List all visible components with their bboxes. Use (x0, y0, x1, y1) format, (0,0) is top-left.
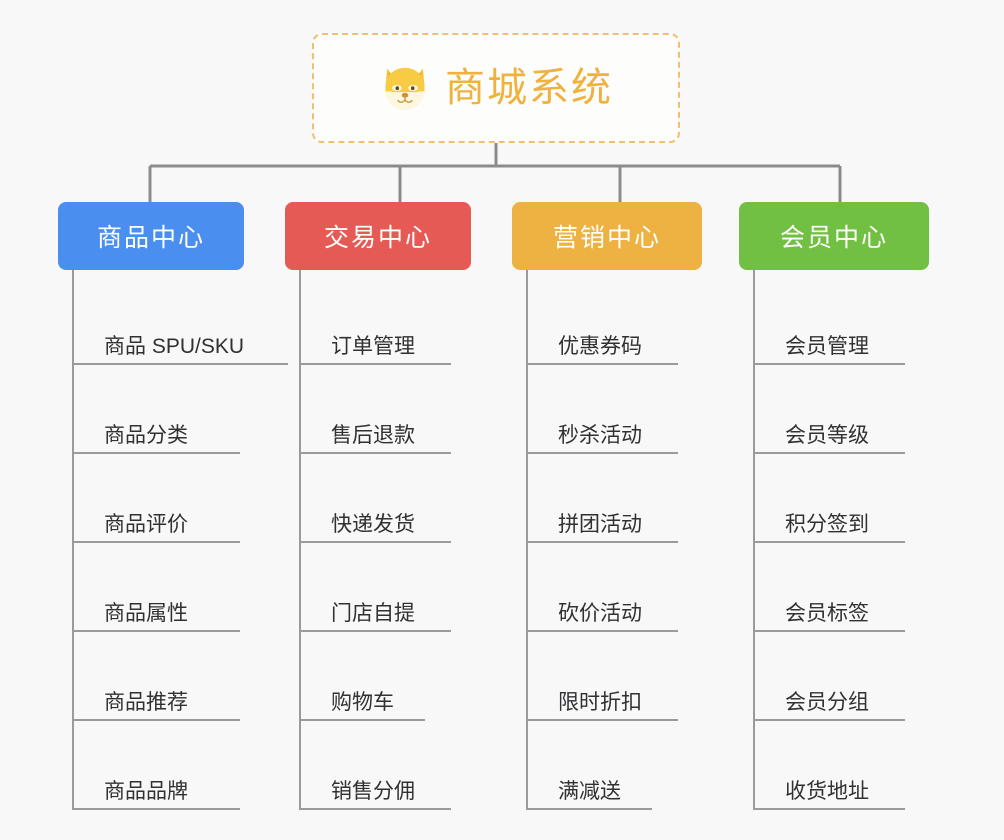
leaf-label: 积分签到 (785, 512, 869, 536)
leaf-label: 会员等级 (785, 423, 869, 447)
list-item[interactable]: 会员分组 (755, 632, 958, 721)
list-item[interactable]: 销售分佣 (301, 721, 504, 810)
list-item[interactable]: 快递发货 (301, 454, 504, 543)
list-item[interactable]: 商品 SPU/SKU (74, 276, 288, 365)
list-item[interactable]: 会员管理 (755, 276, 958, 365)
leaf-label: 收货地址 (785, 779, 869, 803)
list-item[interactable]: 拼团活动 (528, 454, 731, 543)
category-column-member: 会员中心 会员管理 会员等级 积分签到 会员标签 会员分组 (739, 202, 958, 810)
leaf-label: 订单管理 (331, 334, 415, 358)
leaf-list-product: 商品 SPU/SKU 商品分类 商品评价 商品属性 商品推荐 商品品牌 (72, 270, 288, 810)
list-item[interactable]: 商品品牌 (74, 721, 277, 810)
list-item[interactable]: 收货地址 (755, 721, 958, 810)
category-columns: 商品中心 商品 SPU/SKU 商品分类 商品评价 商品属性 商品推荐 (0, 202, 1004, 810)
leaf-label: 秒杀活动 (558, 423, 642, 447)
category-label: 营销中心 (552, 224, 661, 252)
list-item[interactable]: 商品分类 (74, 365, 277, 454)
list-item[interactable]: 积分签到 (755, 454, 958, 543)
leaf-list-member: 会员管理 会员等级 积分签到 会员标签 会员分组 收货地址 (753, 270, 958, 810)
leaf-label: 会员管理 (785, 334, 869, 358)
list-item[interactable]: 商品属性 (74, 543, 277, 632)
leaf-label: 购物车 (331, 690, 394, 714)
category-column-transaction: 交易中心 订单管理 售后退款 快递发货 门店自提 购物车 (285, 202, 504, 810)
list-item[interactable]: 优惠券码 (528, 276, 731, 365)
list-item[interactable]: 会员等级 (755, 365, 958, 454)
root-node[interactable]: 商城系统 (312, 33, 680, 143)
leaf-label: 售后退款 (331, 423, 415, 447)
list-item[interactable]: 砍价活动 (528, 543, 731, 632)
list-item[interactable]: 秒杀活动 (528, 365, 731, 454)
list-item[interactable]: 商品评价 (74, 454, 277, 543)
shiba-dog-emoji-icon (385, 67, 425, 110)
list-item[interactable]: 满减送 (528, 721, 731, 810)
leaf-label: 销售分佣 (331, 779, 415, 803)
leaf-label: 满减送 (558, 779, 621, 803)
leaf-label: 商品推荐 (104, 690, 188, 714)
category-column-product: 商品中心 商品 SPU/SKU 商品分类 商品评价 商品属性 商品推荐 (58, 202, 288, 810)
leaf-list-transaction: 订单管理 售后退款 快递发货 门店自提 购物车 销售分佣 (299, 270, 504, 810)
list-item[interactable]: 门店自提 (301, 543, 504, 632)
leaf-label: 优惠券码 (558, 334, 642, 358)
leaf-label: 会员分组 (785, 690, 869, 714)
leaf-label: 门店自提 (331, 601, 415, 625)
category-header-transaction[interactable]: 交易中心 (285, 202, 471, 270)
leaf-label: 商品属性 (104, 601, 188, 625)
list-item[interactable]: 商品推荐 (74, 632, 277, 721)
category-header-marketing[interactable]: 营销中心 (512, 202, 702, 270)
category-header-member[interactable]: 会员中心 (739, 202, 929, 270)
list-item[interactable]: 限时折扣 (528, 632, 731, 721)
list-item[interactable]: 订单管理 (301, 276, 504, 365)
category-column-marketing: 营销中心 优惠券码 秒杀活动 拼团活动 砍价活动 限时折扣 (512, 202, 731, 810)
leaf-label: 商品评价 (104, 512, 188, 536)
category-label: 商品中心 (96, 224, 205, 252)
list-item[interactable]: 购物车 (301, 632, 504, 721)
leaf-label: 拼团活动 (558, 512, 642, 536)
leaf-label: 限时折扣 (558, 690, 642, 714)
leaf-label: 商品品牌 (104, 779, 188, 803)
root-title: 商城系统 (445, 66, 613, 110)
category-label: 会员中心 (779, 224, 888, 252)
leaf-label: 快递发货 (331, 512, 415, 536)
category-label: 交易中心 (323, 224, 432, 252)
leaf-label: 商品分类 (104, 423, 188, 447)
list-item[interactable]: 售后退款 (301, 365, 504, 454)
leaf-label: 砍价活动 (558, 601, 642, 625)
category-header-product[interactable]: 商品中心 (58, 202, 244, 270)
leaf-label: 商品 SPU/SKU (104, 334, 245, 358)
list-item[interactable]: 会员标签 (755, 543, 958, 632)
leaf-label: 会员标签 (785, 601, 869, 625)
leaf-list-marketing: 优惠券码 秒杀活动 拼团活动 砍价活动 限时折扣 满减送 (526, 270, 731, 810)
